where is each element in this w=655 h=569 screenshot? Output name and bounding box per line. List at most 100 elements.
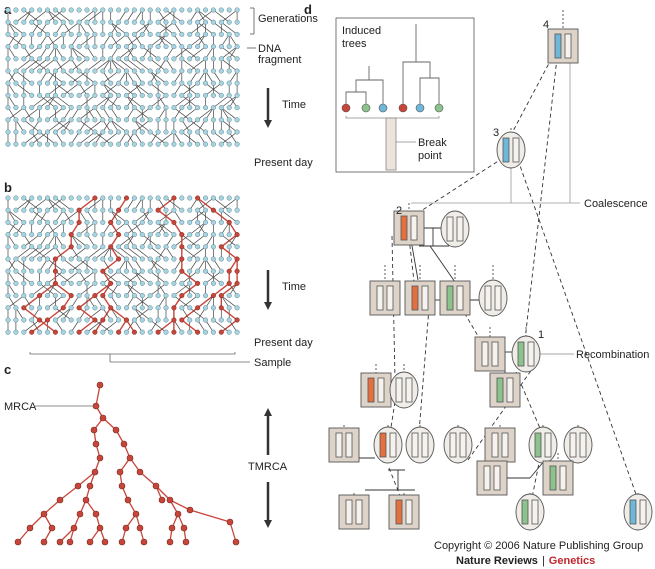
recombination-label: Recombination	[576, 349, 649, 361]
population-node	[52, 129, 58, 135]
population-node	[84, 244, 90, 250]
population-node	[68, 207, 74, 213]
descent-line	[70, 70, 88, 84]
population-node	[76, 92, 82, 98]
descent-line	[189, 234, 206, 248]
tree-node	[48, 524, 56, 532]
descent-line	[118, 246, 135, 260]
female-individual	[496, 131, 526, 169]
dna-fragment	[411, 432, 419, 458]
dashed-connections	[388, 51, 639, 509]
population-node	[108, 329, 114, 335]
population-node	[92, 117, 98, 123]
population-node	[210, 195, 216, 201]
population-node	[195, 219, 201, 225]
population-node	[139, 19, 145, 25]
population-node	[29, 117, 35, 123]
tree-node	[140, 538, 148, 546]
population-node	[21, 92, 27, 98]
population-node	[210, 105, 216, 111]
population-node	[21, 268, 27, 274]
lineage-node	[108, 280, 114, 286]
population-node	[84, 232, 90, 238]
population-node	[179, 305, 185, 311]
population-node	[52, 56, 58, 62]
population-node	[234, 129, 240, 135]
population-node	[116, 141, 122, 147]
population-node	[21, 232, 27, 238]
population-node	[218, 117, 224, 123]
population-node	[187, 105, 193, 111]
inset-node-green	[361, 103, 371, 113]
population-node	[123, 232, 130, 238]
population-node	[84, 68, 90, 74]
descent-line	[126, 222, 143, 235]
population-node	[68, 31, 74, 37]
population-node	[37, 207, 43, 213]
descent-line	[39, 283, 56, 296]
population-node	[100, 329, 106, 335]
population-node	[218, 219, 224, 225]
population-node	[100, 280, 106, 286]
descent-line	[157, 21, 175, 35]
descent-line	[157, 131, 175, 145]
sample-bracket	[29, 352, 236, 355]
descent-line	[23, 107, 40, 121]
population-node	[92, 219, 98, 225]
tree-node	[66, 538, 74, 546]
population-node	[123, 7, 130, 13]
population-node	[5, 268, 11, 274]
population-node	[147, 207, 153, 213]
descent-line	[189, 246, 206, 260]
tree-branch	[169, 499, 191, 511]
population-node	[139, 207, 145, 213]
population-node	[29, 280, 35, 286]
descent-line	[47, 70, 64, 84]
population-node	[202, 7, 209, 13]
descent-line	[197, 197, 214, 211]
population-node	[68, 19, 74, 25]
population-node	[171, 293, 177, 299]
dna-fragment	[446, 285, 454, 311]
population-node	[195, 105, 201, 111]
population-node	[108, 7, 114, 13]
tree-node	[96, 454, 104, 462]
population-node	[171, 68, 177, 74]
descent-line	[189, 119, 206, 133]
population-node	[76, 232, 82, 238]
descent-line	[102, 270, 119, 284]
population-node	[116, 92, 122, 98]
tree-node	[91, 468, 99, 476]
dna-fragment	[484, 285, 492, 311]
time-label-b: Time	[282, 281, 306, 293]
population-node	[210, 232, 216, 238]
population-node	[84, 219, 90, 225]
descent-line	[213, 131, 230, 145]
population-node	[116, 268, 122, 274]
population-node	[123, 207, 130, 213]
dna-fragment	[411, 285, 419, 311]
descent-line	[31, 131, 48, 145]
descent-line	[181, 107, 198, 121]
population-node	[155, 31, 161, 37]
population-node	[218, 80, 224, 86]
lineage-node	[60, 305, 66, 311]
population-node	[44, 293, 51, 299]
descent-line	[126, 246, 143, 260]
population-node	[163, 268, 169, 274]
population-node	[92, 280, 98, 286]
tree-node	[92, 440, 100, 448]
population-node	[68, 7, 74, 13]
population-node	[179, 207, 185, 213]
population-node	[37, 117, 43, 123]
population-node	[155, 129, 161, 135]
population-node	[234, 56, 240, 62]
population-node	[37, 195, 43, 201]
population-node	[13, 92, 19, 98]
population-node	[234, 293, 240, 299]
descent-line	[102, 283, 119, 296]
descent-line	[110, 222, 127, 235]
dna-fragment	[405, 377, 413, 403]
male-individual	[439, 280, 471, 316]
population-node	[29, 317, 35, 323]
